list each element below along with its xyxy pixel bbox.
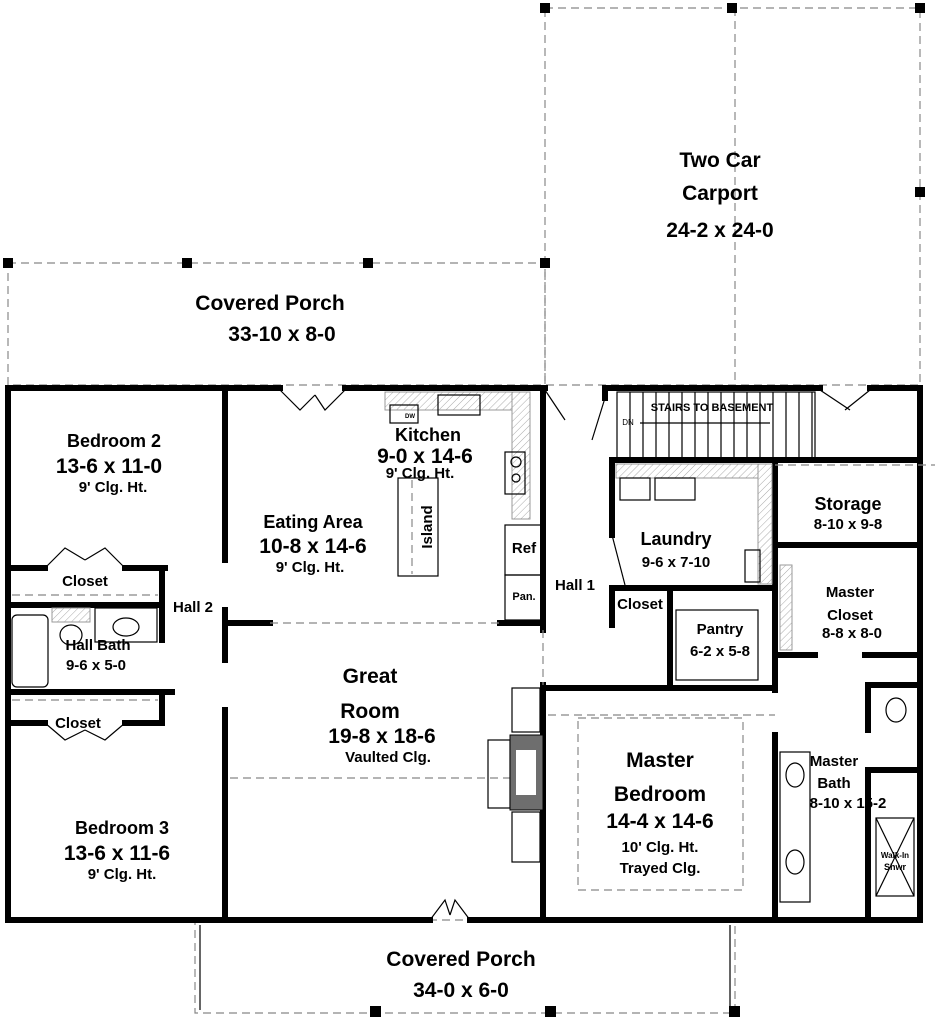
great-room-ceiling: Vaulted Clg.: [345, 749, 431, 766]
hall2-name: Hall 2: [173, 599, 213, 616]
rear-porch-outline: [3, 258, 550, 386]
storage-name: Storage: [814, 494, 881, 514]
ceiling-lines: [230, 464, 935, 891]
closet1-name: Closet: [62, 573, 108, 590]
storage-dims: 8-10 x 9-8: [814, 516, 882, 533]
carport-dims: 24-2 x 24-0: [666, 219, 773, 242]
pantry-name: Pantry: [697, 621, 744, 638]
great-room-name-1: Great: [343, 665, 398, 688]
shower-name-1: Walk-In: [881, 851, 909, 860]
doors: [44, 389, 871, 921]
closet3-name: Closet: [617, 596, 663, 613]
closet-rods: [12, 564, 793, 701]
stairs: [616, 391, 816, 459]
master-bedroom-ceiling-1: 10' Clg. Ht.: [622, 839, 699, 856]
hall-bath-dims: 9-6 x 5-0: [66, 657, 126, 674]
hall-bath-name: Hall Bath: [65, 637, 130, 654]
stairs-dn: DN: [622, 418, 634, 427]
laundry-dims: 9-6 x 7-10: [642, 554, 710, 571]
bedroom3-dims: 13-6 x 11-6: [64, 842, 170, 865]
master-closet-name-1: Master: [826, 584, 875, 601]
master-bath-name-1: Master: [810, 753, 859, 770]
eating-dims: 10-8 x 14-6: [259, 535, 366, 558]
rear-porch-name: Covered Porch: [195, 292, 344, 315]
master-bedroom-dims: 14-4 x 14-6: [606, 810, 713, 833]
kitchen-dims: 9-0 x 14-6: [377, 445, 473, 468]
kitchen-pantry-label: Pan.: [512, 591, 535, 603]
master-closet-name-2: Closet: [827, 607, 873, 624]
master-bath-dims: 8-10 x 15-2: [810, 795, 887, 812]
rear-porch-dims: 33-10 x 8-0: [228, 323, 335, 346]
master-bedroom-ceiling-2: Trayed Clg.: [620, 860, 701, 877]
kitchen-name: Kitchen: [395, 425, 461, 445]
great-room-name-2: Room: [340, 700, 400, 723]
front-porch-dims: 34-0 x 6-0: [413, 979, 509, 1002]
bedroom3-name: Bedroom 3: [75, 818, 169, 838]
hall1-name: Hall 1: [555, 577, 595, 594]
bath-fixtures: [11, 607, 915, 903]
ref-label: Ref: [512, 540, 537, 557]
pantry-dims: 6-2 x 5-8: [690, 643, 750, 660]
master-closet-dims: 8-8 x 8-0: [822, 625, 882, 642]
eating-name: Eating Area: [263, 512, 363, 532]
pantry-shelf: [675, 609, 759, 681]
great-room-dims: 19-8 x 18-6: [328, 725, 435, 748]
master-bedroom-name-1: Master: [626, 749, 694, 772]
front-porch-outline: [194, 919, 740, 1017]
bedroom2-ceiling: 9' Clg. Ht.: [79, 479, 148, 496]
fireplace: [487, 687, 544, 863]
island-label: Island: [419, 505, 436, 548]
carport-name-2: Carport: [682, 182, 758, 205]
stairs-label: STAIRS TO BASEMENT: [651, 402, 774, 414]
carport-label: Two Car Carport 24-2 x 24-0: [666, 149, 773, 242]
front-porch-name: Covered Porch: [386, 948, 535, 971]
closet2-name: Closet: [55, 715, 101, 732]
laundry-name: Laundry: [640, 529, 711, 549]
eating-ceiling: 9' Clg. Ht.: [276, 559, 345, 576]
master-bath-name-2: Bath: [817, 775, 850, 792]
master-bedroom-name-2: Bedroom: [614, 783, 706, 806]
bedroom2-dims: 13-6 x 11-0: [56, 455, 162, 478]
kitchen-fixtures: [384, 391, 544, 621]
bedroom2-name: Bedroom 2: [67, 431, 161, 451]
dishwasher-label: DW: [405, 414, 415, 420]
carport-name-1: Two Car: [679, 149, 760, 172]
shower-name-2: Shwr: [884, 862, 907, 872]
bedroom3-ceiling: 9' Clg. Ht.: [88, 866, 157, 883]
laundry-fixtures: [615, 463, 773, 585]
kitchen-ceiling: 9' Clg. Ht.: [386, 465, 455, 482]
